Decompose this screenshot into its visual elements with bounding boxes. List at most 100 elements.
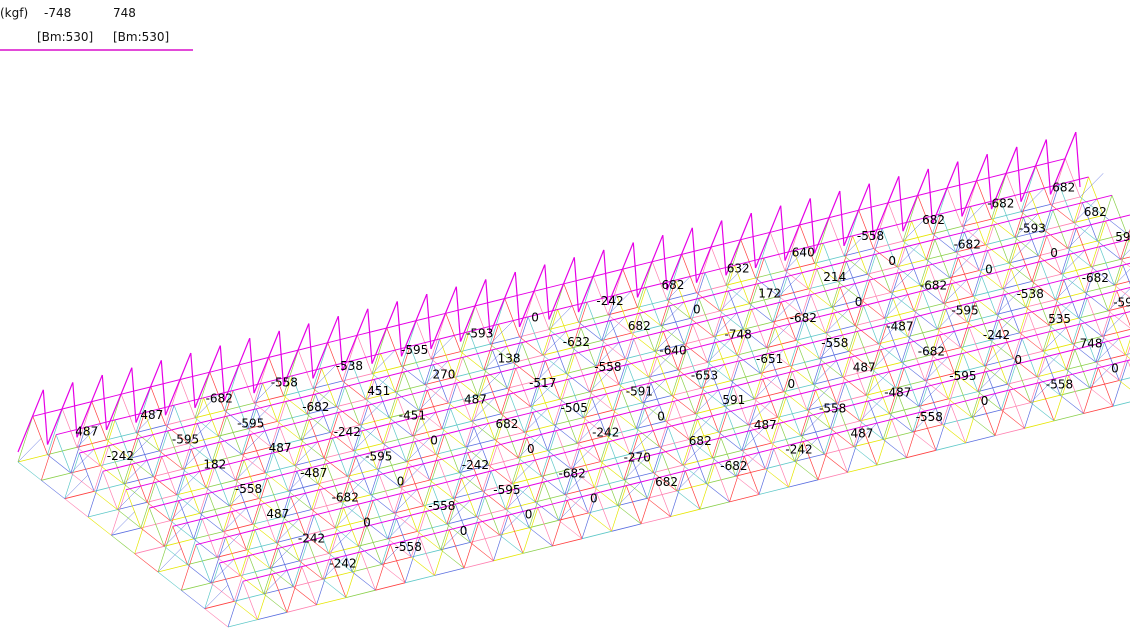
cross-member bbox=[912, 431, 937, 451]
web-diagonal bbox=[863, 305, 879, 345]
top-chord bbox=[357, 327, 387, 336]
cross-member bbox=[223, 531, 247, 551]
cross-member bbox=[440, 549, 465, 569]
web-diagonal bbox=[591, 397, 608, 437]
web-diagonal bbox=[120, 394, 137, 433]
web-diagonal bbox=[396, 518, 412, 558]
web-diagonal bbox=[452, 452, 469, 499]
bracing-diagonal bbox=[359, 401, 384, 426]
web-diagonal bbox=[345, 551, 362, 598]
cross-member bbox=[920, 284, 944, 304]
web-diagonal bbox=[919, 239, 936, 286]
web-diagonal bbox=[488, 419, 504, 466]
web-diagonal bbox=[586, 302, 603, 341]
web-diagonal bbox=[1015, 364, 1032, 403]
top-chord bbox=[928, 257, 959, 266]
cross-member bbox=[725, 285, 750, 304]
top-chord bbox=[149, 500, 180, 509]
bracing-diagonal bbox=[294, 441, 318, 466]
web-diagonal bbox=[231, 511, 247, 551]
cross-member bbox=[229, 505, 253, 525]
cross-member bbox=[234, 601, 258, 620]
bracing-diagonal bbox=[1101, 312, 1126, 337]
web-diagonal bbox=[562, 404, 578, 444]
cross-member bbox=[566, 373, 590, 393]
member-force-value: -558 bbox=[235, 482, 262, 496]
cross-member bbox=[111, 535, 135, 554]
web-diagonal bbox=[271, 573, 288, 613]
top-chord bbox=[638, 426, 669, 435]
web-diagonal bbox=[504, 298, 520, 338]
web-diagonal bbox=[1027, 312, 1044, 352]
bottom-chord bbox=[204, 600, 235, 610]
web-diagonal bbox=[253, 357, 270, 404]
bracing-diagonal bbox=[996, 290, 1020, 315]
top-chord bbox=[449, 521, 479, 531]
bracing-diagonal bbox=[524, 408, 548, 433]
cross-member bbox=[258, 498, 283, 518]
web-diagonal bbox=[371, 327, 388, 374]
web-diagonal bbox=[232, 390, 249, 429]
web-diagonal bbox=[346, 430, 363, 477]
ridge-diagonal bbox=[160, 360, 167, 416]
web-diagonal bbox=[461, 478, 477, 517]
web-diagonal bbox=[665, 375, 681, 422]
cross-member bbox=[412, 435, 436, 455]
web-diagonal bbox=[328, 507, 344, 554]
web-diagonal bbox=[503, 419, 519, 459]
cross-member bbox=[889, 413, 913, 433]
cross-member bbox=[677, 369, 702, 389]
web-diagonal bbox=[748, 257, 765, 304]
member-force-value: -505 bbox=[561, 401, 588, 415]
bottom-chord bbox=[434, 567, 465, 576]
web-diagonal bbox=[917, 195, 933, 234]
web-diagonal bbox=[924, 334, 941, 381]
member-force-value: -595 bbox=[401, 343, 428, 357]
member-force-value: 682 bbox=[689, 434, 712, 448]
member-force-value: 0 bbox=[527, 442, 535, 456]
top-chord bbox=[1093, 264, 1124, 273]
bracing-diagonal bbox=[937, 305, 961, 330]
web-diagonal bbox=[242, 581, 258, 620]
web-diagonal bbox=[669, 305, 685, 345]
web-diagonal bbox=[179, 379, 196, 418]
web-diagonal bbox=[936, 283, 953, 330]
cross-member bbox=[949, 277, 974, 297]
web-diagonal bbox=[522, 507, 539, 554]
web-diagonal bbox=[256, 408, 272, 448]
web-diagonal bbox=[536, 335, 552, 382]
top-chord bbox=[627, 356, 658, 365]
cross-member bbox=[1089, 387, 1114, 407]
top-chord bbox=[733, 378, 763, 387]
web-diagonal bbox=[576, 397, 593, 444]
web-diagonal bbox=[873, 202, 889, 249]
web-diagonal bbox=[1052, 209, 1069, 249]
bracing-diagonal bbox=[629, 430, 654, 455]
member-force-value: 0 bbox=[1014, 353, 1022, 367]
cross-member bbox=[264, 472, 289, 492]
top-chord bbox=[815, 382, 846, 391]
truss-chord-members bbox=[17, 131, 1130, 582]
top-chord bbox=[467, 444, 498, 454]
web-diagonal bbox=[530, 360, 546, 407]
cross-member bbox=[423, 505, 447, 525]
ridge-diagonal bbox=[957, 161, 963, 217]
cross-member bbox=[942, 424, 966, 444]
ridge-diagonal bbox=[1075, 132, 1081, 188]
cross-member bbox=[342, 380, 366, 400]
bracing-diagonal bbox=[300, 415, 325, 440]
web-diagonal bbox=[1009, 389, 1025, 429]
top-chord bbox=[1058, 176, 1089, 185]
web-diagonal bbox=[1061, 228, 1077, 275]
cross-member bbox=[129, 458, 154, 477]
web-diagonal bbox=[498, 324, 514, 363]
member-force-value: 0 bbox=[1050, 246, 1058, 260]
ridge-diagonal bbox=[813, 190, 841, 254]
web-diagonal bbox=[1053, 375, 1070, 422]
web-diagonal bbox=[269, 522, 285, 569]
cross-member bbox=[218, 435, 242, 455]
bracing-diagonal bbox=[477, 371, 502, 396]
web-diagonal bbox=[654, 305, 670, 352]
web-diagonal bbox=[877, 298, 894, 345]
